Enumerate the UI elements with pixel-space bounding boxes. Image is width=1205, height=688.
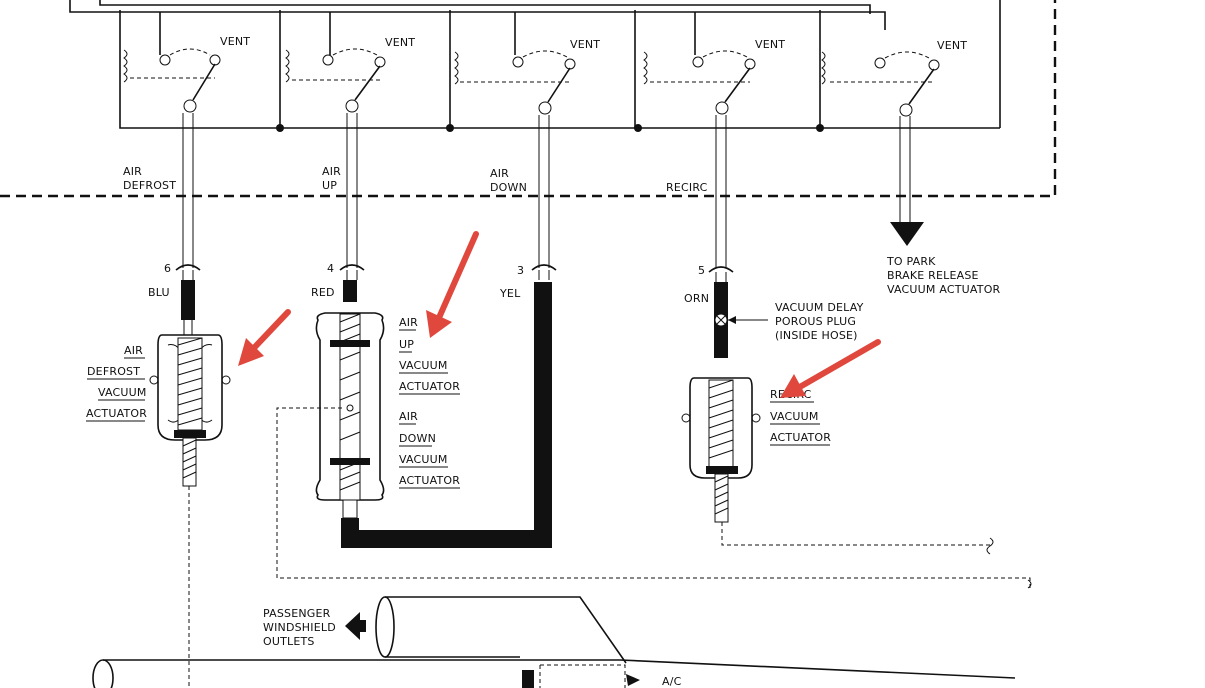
air-down-actuator-label: AIR DOWN VACUUM ACTUATOR bbox=[399, 410, 460, 489]
vent-label: VENT bbox=[755, 38, 785, 51]
svg-text:VACUUM DELAY: VACUUM DELAY bbox=[775, 301, 864, 314]
svg-text:UP: UP bbox=[322, 179, 337, 192]
svg-text:DOWN: DOWN bbox=[490, 181, 527, 194]
svg-text:VACUUM: VACUUM bbox=[399, 453, 448, 466]
switch-1: VENT bbox=[130, 35, 250, 113]
svg-text:AIR: AIR bbox=[399, 316, 418, 329]
hoses bbox=[175, 113, 911, 282]
svg-text:PASSENGER: PASSENGER bbox=[263, 607, 331, 620]
svg-text:AIR: AIR bbox=[490, 167, 509, 180]
ac-label: A/C bbox=[662, 675, 682, 688]
svg-text:POROUS PLUG: POROUS PLUG bbox=[775, 315, 856, 328]
defrost-actuator bbox=[149, 280, 231, 688]
hose-label-defrost: AIR DEFROST 6 BLU bbox=[123, 165, 176, 299]
switch-5: VENT bbox=[830, 39, 967, 117]
svg-text:5: 5 bbox=[698, 264, 705, 277]
svg-text:RECIRC: RECIRC bbox=[666, 181, 708, 194]
park-brake-arrow-head bbox=[890, 222, 924, 246]
vent-label: VENT bbox=[220, 35, 250, 48]
control-head-boundary bbox=[0, 0, 1057, 198]
svg-text:BLU: BLU bbox=[148, 286, 170, 299]
svg-text:(INSIDE HOSE): (INSIDE HOSE) bbox=[775, 329, 858, 342]
hose-label-air-up: AIR UP 4 RED bbox=[311, 165, 341, 299]
switch-3: VENT bbox=[460, 38, 600, 115]
svg-text:AIR: AIR bbox=[399, 410, 418, 423]
switch-2: VENT bbox=[292, 36, 415, 113]
svg-text:VACUUM ACTUATOR: VACUUM ACTUATOR bbox=[887, 283, 1001, 296]
recirc-actuator bbox=[681, 282, 994, 555]
svg-text:VACUUM: VACUUM bbox=[98, 386, 147, 399]
hose-label-recirc: RECIRC 5 ORN bbox=[666, 181, 709, 305]
svg-text:WINDSHIELD: WINDSHIELD bbox=[263, 621, 336, 634]
svg-text:6: 6 bbox=[164, 262, 171, 275]
svg-text:AIR: AIR bbox=[124, 344, 143, 357]
svg-text:OUTLETS: OUTLETS bbox=[263, 635, 315, 648]
svg-text:4: 4 bbox=[327, 262, 334, 275]
svg-text:UP: UP bbox=[399, 338, 414, 351]
svg-text:YEL: YEL bbox=[499, 287, 521, 300]
air-up-actuator-label: AIR UP VACUUM ACTUATOR bbox=[399, 316, 460, 395]
svg-text:3: 3 bbox=[517, 264, 524, 277]
annotation-arrow-defrost bbox=[238, 309, 291, 366]
air-up-down-actuator bbox=[315, 280, 385, 538]
windshield-duct bbox=[375, 596, 627, 664]
svg-text:AIR: AIR bbox=[123, 165, 142, 178]
park-brake-label: TO PARK BRAKE RELEASE VACUUM ACTUATOR bbox=[886, 255, 1001, 296]
air-down-linkage bbox=[276, 407, 1031, 590]
switch-4: VENT bbox=[650, 38, 785, 115]
svg-text:ACTUATOR: ACTUATOR bbox=[770, 431, 831, 444]
svg-text:DEFROST: DEFROST bbox=[87, 365, 140, 378]
defrost-actuator-label: AIR DEFROST VACUUM ACTUATOR bbox=[86, 344, 147, 422]
svg-text:VACUUM: VACUUM bbox=[399, 359, 448, 372]
solenoid-coils bbox=[123, 49, 826, 85]
hose-label-air-down: AIR DOWN 3 YEL bbox=[490, 167, 527, 300]
svg-text:DOWN: DOWN bbox=[399, 432, 436, 445]
svg-text:RED: RED bbox=[311, 286, 335, 299]
outlets-label: PASSENGER WINDSHIELD OUTLETS bbox=[263, 607, 336, 648]
recirc-actuator-label: RECIRC VACUUM ACTUATOR bbox=[770, 388, 831, 446]
outlets-arrow bbox=[345, 612, 360, 640]
svg-text:ACTUATOR: ACTUATOR bbox=[86, 407, 147, 420]
lower-duct bbox=[92, 659, 1016, 688]
vent-label: VENT bbox=[385, 36, 415, 49]
svg-text:ACTUATOR: ACTUATOR bbox=[399, 380, 460, 393]
svg-text:ACTUATOR: ACTUATOR bbox=[399, 474, 460, 487]
svg-text:DEFROST: DEFROST bbox=[123, 179, 176, 192]
svg-text:AIR: AIR bbox=[322, 165, 341, 178]
vent-label: VENT bbox=[570, 38, 600, 51]
annotation-arrow-recirc bbox=[780, 339, 881, 398]
top-manifold bbox=[69, 0, 1001, 132]
annotation-arrow-air-up bbox=[426, 231, 479, 338]
vent-label: VENT bbox=[937, 39, 967, 52]
svg-text:TO PARK: TO PARK bbox=[886, 255, 936, 268]
delay-plug-label: VACUUM DELAY POROUS PLUG (INSIDE HOSE) bbox=[728, 301, 864, 342]
svg-text:BRAKE RELEASE: BRAKE RELEASE bbox=[887, 269, 979, 282]
svg-text:ORN: ORN bbox=[684, 292, 709, 305]
svg-text:VACUUM: VACUUM bbox=[770, 410, 819, 423]
